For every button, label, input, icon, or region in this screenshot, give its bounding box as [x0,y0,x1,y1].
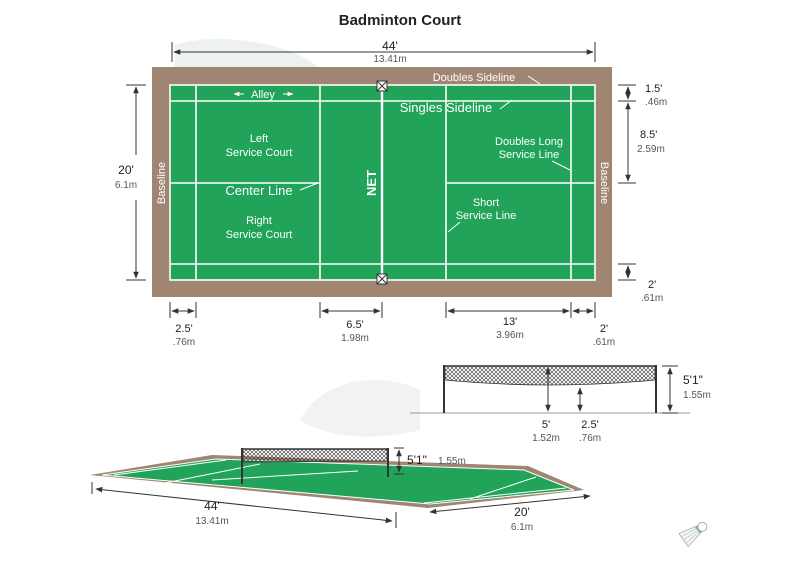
net-label: NET [364,170,379,196]
net-mesh [444,365,656,386]
service-depth-ft: 13' [503,316,517,328]
doubles-long-service-label-2: Service Line [499,149,560,161]
perspective-net-height-ft: 5'1" [407,453,427,467]
doubles-long-service-label-1: Doubles Long [495,136,563,148]
singles-sideline-label: Singles Sideline [400,100,493,115]
left-service-court-label-1: Left [250,133,268,145]
perspective-width-dimension [429,493,591,515]
baseline-right-label: Baseline [598,162,610,204]
side-net-height-m: 1.55m [683,390,711,401]
shuttlecock-icon [678,521,708,548]
short-service-leader [447,221,461,233]
background-shape-2 [300,380,420,437]
singles-sideline-leader [499,99,513,110]
short-service-m: 1.98m [341,333,369,344]
width-ft: 20' [118,163,134,177]
short-service-label-1: Short [473,197,499,209]
court-lines [169,84,596,281]
right-service-court-label-2: Service Court [226,229,293,241]
top-length-dimension: 44' 13.41m [171,39,596,65]
alley-bottom-ft: 2' [648,279,656,291]
perspective-length-dimension [91,482,397,528]
side-net-center-m: 1.52m [532,433,560,444]
perspective-length-m: 13.41m [195,516,228,527]
perspective-width-ft: 20' [514,505,530,519]
net-side-view [410,365,690,414]
perspective-net-mesh [242,448,388,463]
page-title: Badminton Court [339,12,461,29]
side-net-height-ft: 5'1" [683,373,703,387]
perspective-length-ft: 44' [204,499,220,513]
width-m: 6.1m [115,180,137,191]
doubles-long-service-leader [551,160,571,171]
long-service-ft: 8.5' [640,129,657,141]
right-dimensions [618,84,636,281]
right-back-m: .61m [593,337,615,348]
center-line-label: Center Line [225,183,292,198]
side-post-m: .76m [579,433,601,444]
short-service-label-2: Service Line [456,210,517,222]
net-post-top-icon [376,80,388,92]
side-net-center-ft: 5' [542,419,550,431]
left-back-m: .76m [173,337,195,348]
width-dimension: 20' 6.1m [115,84,146,281]
right-back-ft: 2' [600,323,608,335]
doubles-sideline-leader [527,75,541,85]
perspective-net-height-m: 1.55m [438,456,466,467]
background-shape [175,39,320,70]
center-line-leader [299,182,319,191]
alley-label: Alley [251,89,275,101]
right-service-court-label-1: Right [246,215,272,227]
net-post-bottom-icon [376,273,388,285]
long-service-m: 2.59m [637,144,665,155]
perspective-width-m: 6.1m [511,522,533,533]
top-length-ft: 44' [382,39,398,53]
bottom-dimensions [169,302,596,318]
service-depth-m: 3.96m [496,330,524,341]
left-back-ft: 2.5' [175,323,192,335]
doubles-sideline-label: Doubles Sideline [433,72,516,84]
top-length-m: 13.41m [373,54,406,65]
short-service-ft: 6.5' [346,319,363,331]
side-post-ft: 2.5' [581,419,598,431]
alley-bottom-m: .61m [641,293,663,304]
alley-top-ft: 1.5' [645,83,662,95]
baseline-left-label: Baseline [156,162,168,204]
alley-label-group: Alley [233,89,294,101]
perspective-court [90,447,584,508]
left-service-court-label-2: Service Court [226,147,293,159]
alley-top-m: .46m [645,97,667,108]
